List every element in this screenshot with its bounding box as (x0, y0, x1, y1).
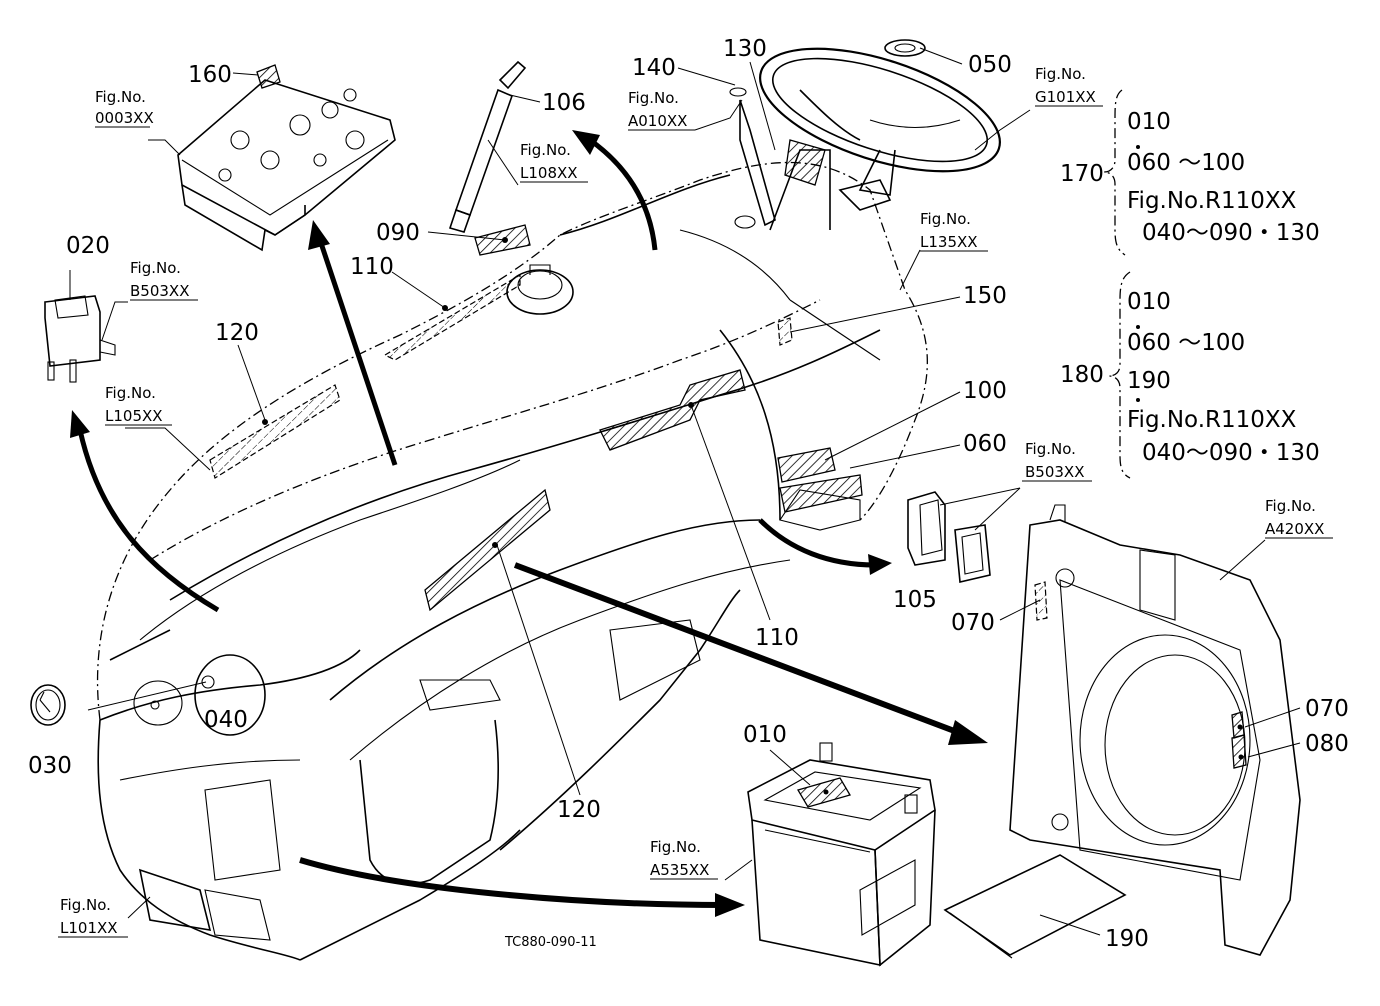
set-170-line-3: Fig.No.R110XX (1127, 188, 1297, 214)
label-090: 090 (376, 220, 420, 246)
round-decal-030 (30, 684, 66, 726)
figref-l108xx: L108XX (520, 164, 578, 182)
figref-label: Fig.No. (1035, 65, 1086, 83)
figref-label: Fig.No. (95, 88, 146, 106)
label-110-bottom: 110 (755, 625, 799, 651)
figref-label: Fig.No. (130, 259, 181, 277)
label-110-top: 110 (350, 254, 394, 280)
figref-a010xx: A010XX (628, 112, 687, 130)
figref-b503xx-connector: B503XX (1025, 463, 1084, 481)
set-braces (1103, 89, 1140, 479)
part-labels: 160 020 120 110 090 106 140 130 050 150 … (28, 36, 1349, 952)
label-070-shroud-side: 070 (951, 610, 995, 636)
steering-wheel (729, 39, 1001, 229)
figref-label: Fig.No. (1265, 497, 1316, 515)
label-150: 150 (963, 283, 1007, 309)
manual-190 (943, 854, 1127, 959)
cylinder-head (177, 64, 396, 252)
gas-strut (448, 60, 527, 233)
set-180-line-1: 010 (1127, 289, 1171, 315)
figref-label: Fig.No. (920, 210, 971, 228)
set-180-line-2: 060 ～100 (1127, 330, 1245, 356)
figure-references: Fig.No. 0003XX Fig.No. B503XX Fig.No. L1… (58, 65, 1333, 938)
label-140: 140 (632, 55, 676, 81)
figref-a420xx: A420XX (1265, 520, 1324, 538)
figref-g101xx: G101XX (1035, 88, 1096, 106)
set-170-number: 170 (1060, 161, 1104, 187)
figref-label: Fig.No. (105, 384, 156, 402)
battery (747, 742, 936, 967)
label-120-top: 120 (215, 320, 259, 346)
set-170-line-4: 040～090・130 (1142, 220, 1320, 246)
figref-b503xx-fuse: B503XX (130, 282, 189, 300)
figref-label: Fig.No. (520, 141, 571, 159)
drawing-code: TC880-090-11 (504, 935, 597, 950)
label-105: 105 (893, 587, 937, 613)
label-020: 020 (66, 233, 110, 259)
set-180-line-4: Fig.No.R110XX (1127, 407, 1297, 433)
figref-label: Fig.No. (1025, 440, 1076, 458)
tractor-hood (96, 149, 928, 961)
pointer-arrows (70, 130, 988, 917)
figref-0003xx: 0003XX (95, 109, 154, 127)
figref-a535xx: A535XX (650, 861, 709, 879)
figref-l135xx: L135XX (920, 233, 978, 251)
label-060: 060 (963, 431, 1007, 457)
label-120-bottom: 120 (557, 797, 601, 823)
label-050: 050 (968, 52, 1012, 78)
set-170: 170 010 060 ～100 Fig.No.R110XX 040～090・1… (1060, 109, 1320, 246)
set-170-line-1: 010 (1127, 109, 1171, 135)
label-010: 010 (743, 722, 787, 748)
leader-lines (69, 47, 1301, 936)
fuse-020 (44, 295, 116, 383)
label-040: 040 (204, 707, 248, 733)
figref-label: Fig.No. (60, 896, 111, 914)
set-170-line-2: 060 ～100 (1127, 150, 1245, 176)
figref-label: Fig.No. (650, 838, 701, 856)
label-160: 160 (188, 62, 232, 88)
figref-l101xx: L101XX (60, 919, 118, 937)
label-130: 130 (723, 36, 767, 62)
connector-105 (907, 491, 991, 583)
set-180: 180 010 060 ～100 190 Fig.No.R110XX 040～0… (1060, 289, 1320, 466)
label-190: 190 (1105, 926, 1149, 952)
set-180-number: 180 (1060, 362, 1104, 388)
set-180-line-3: 190 (1127, 368, 1171, 394)
label-070-shroud: 070 (1305, 696, 1349, 722)
radiator-shroud (1009, 504, 1301, 956)
figref-l105xx: L105XX (105, 407, 163, 425)
label-106: 106 (542, 90, 586, 116)
figref-label: Fig.No. (628, 89, 679, 107)
set-180-line-5: 040～090・130 (1142, 440, 1320, 466)
label-100: 100 (963, 378, 1007, 404)
label-030: 030 (28, 753, 72, 779)
label-080: 080 (1305, 731, 1349, 757)
